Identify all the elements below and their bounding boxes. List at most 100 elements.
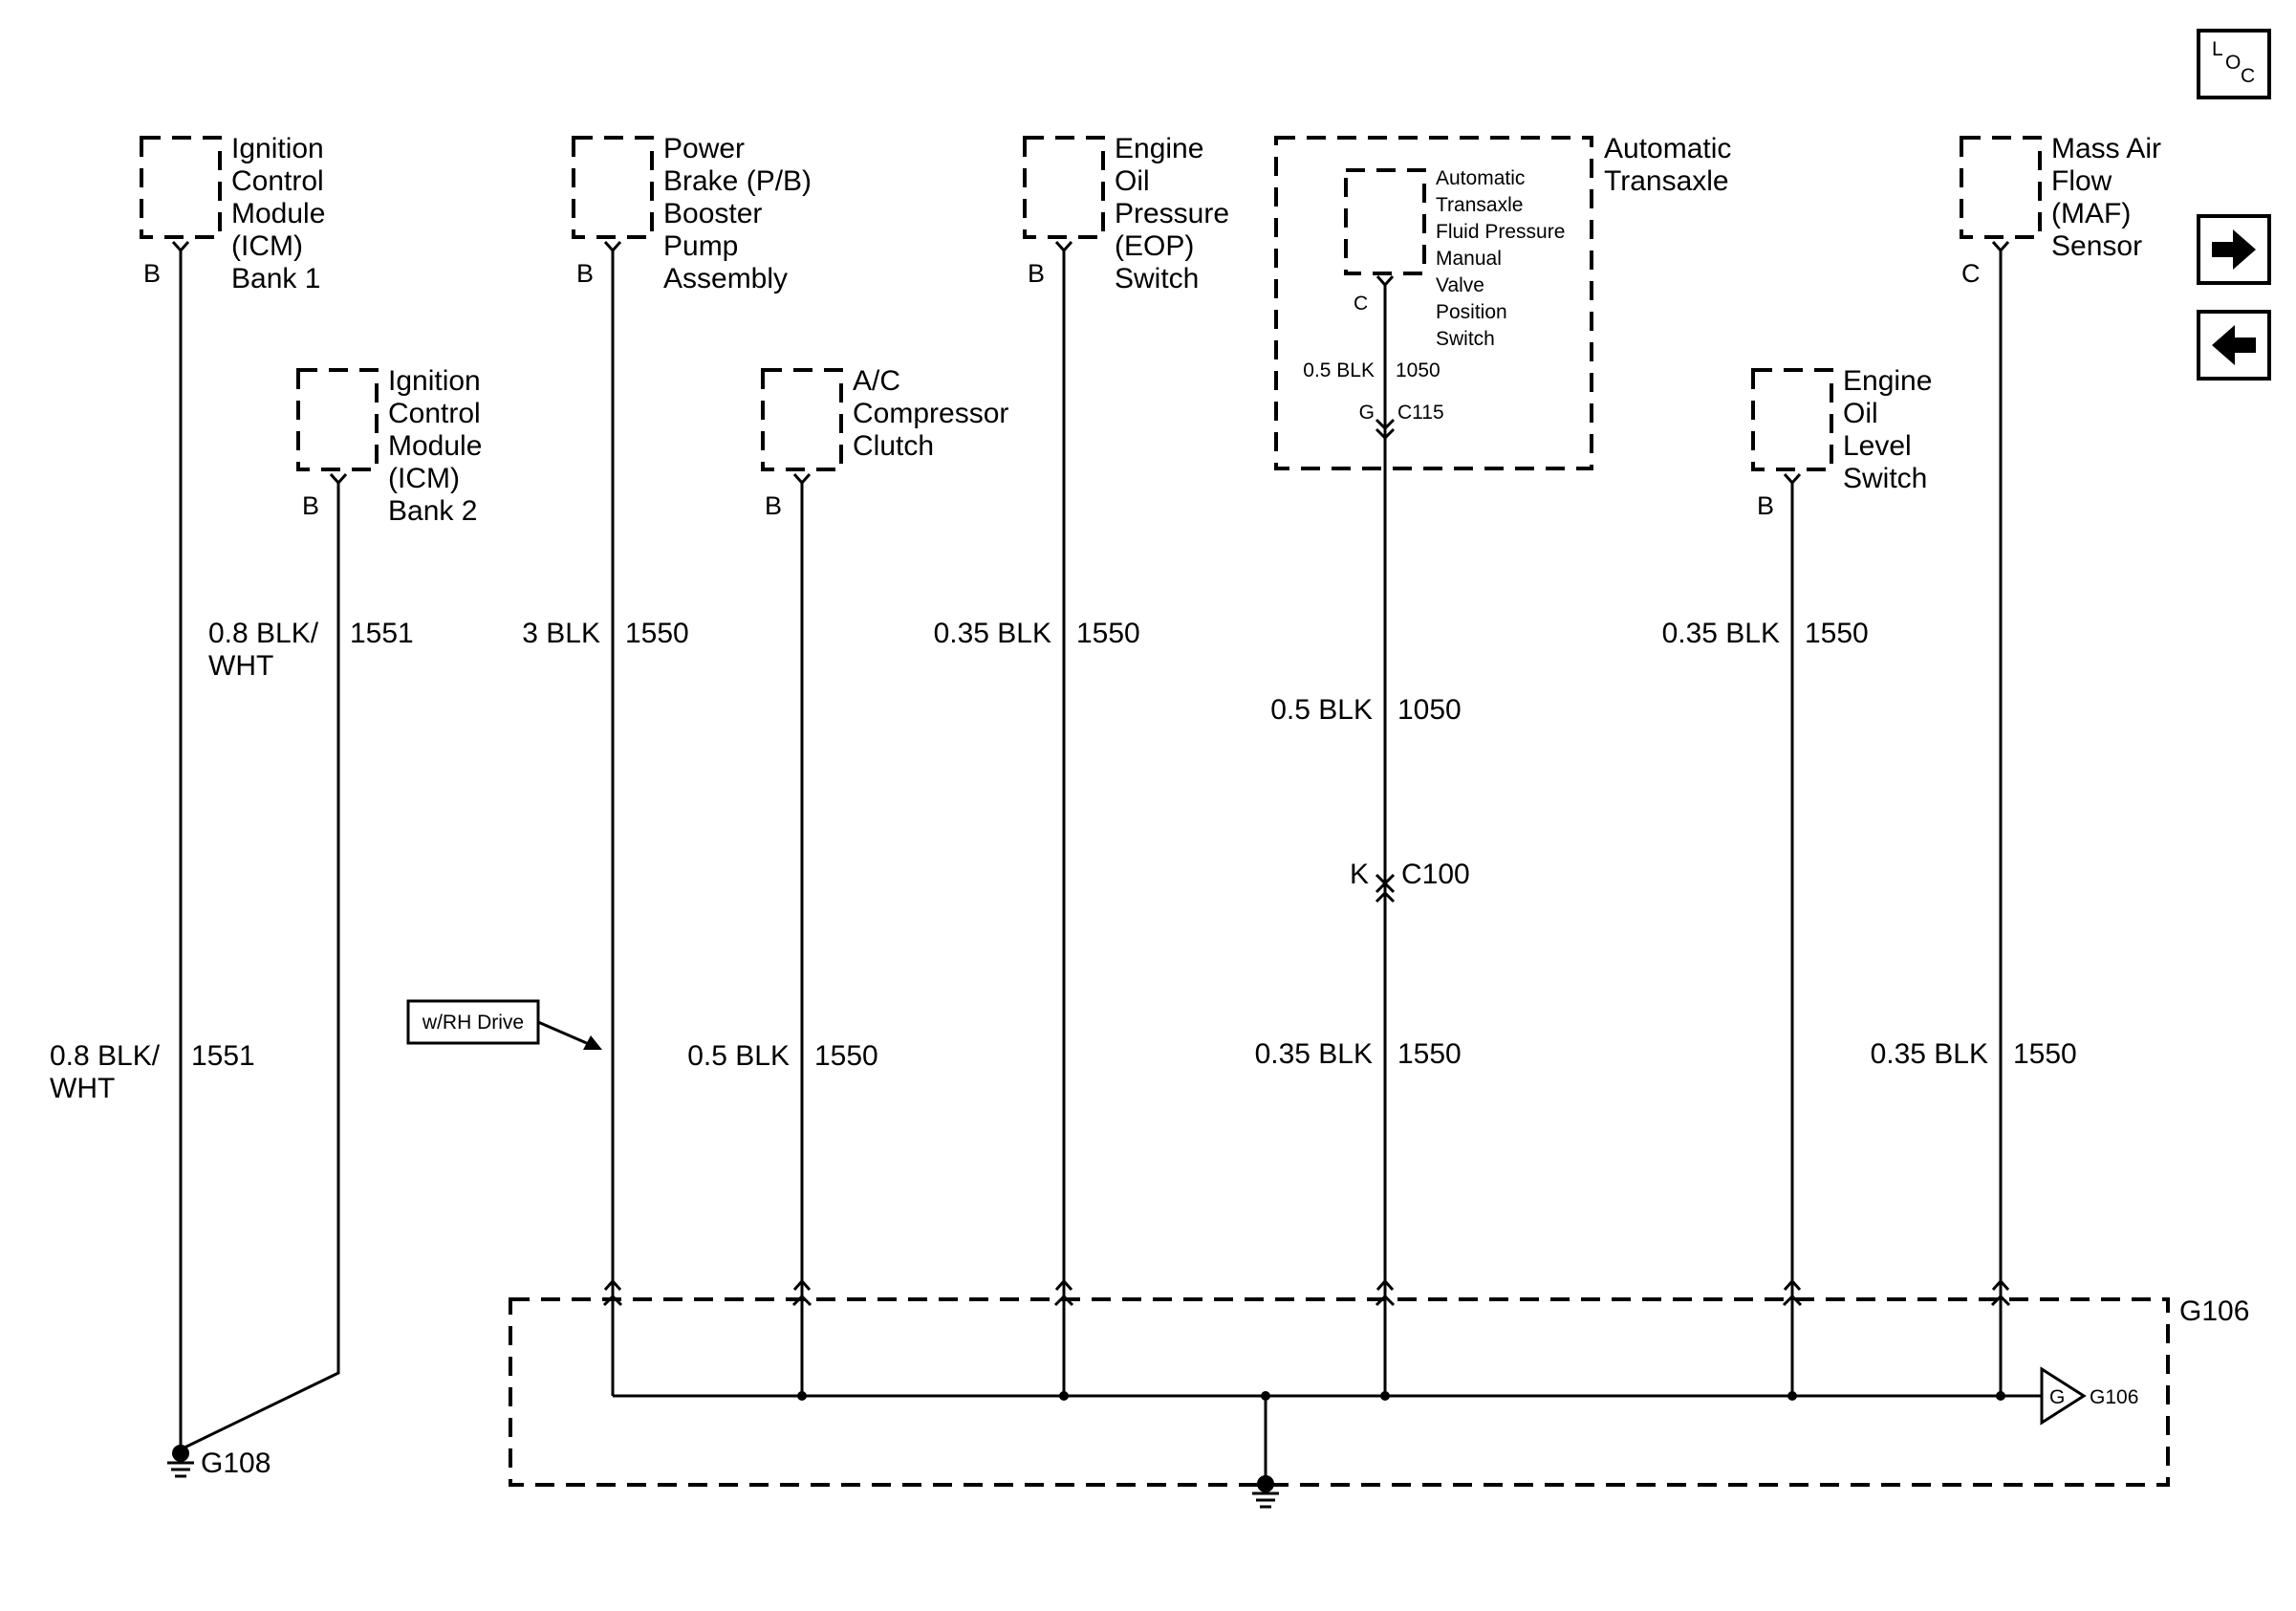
pin-label: C [1354, 293, 1368, 315]
component-maf-sensor: C Mass Air Flow (MAF) Sensor [1960, 133, 2161, 288]
component-label-line: Mass Air [2051, 133, 2161, 164]
previous-page-button[interactable] [2197, 310, 2271, 381]
component-label-line: Pump [663, 230, 738, 262]
connector-pin-label: K [1350, 859, 1369, 890]
component-power-brake-booster: B Power Brake (P/B) Booster Pump Assembl… [572, 133, 812, 294]
g108-ground: G108 [167, 1445, 271, 1479]
component-label-line: Switch [1436, 328, 1495, 350]
wires [179, 250, 2042, 1484]
pin-label: B [576, 259, 594, 288]
component-label-line: Engine [1115, 133, 1203, 164]
wire-size-label: 0.35 BLK [1871, 1038, 1988, 1070]
wire-size-label: 0.8 BLK/ [208, 618, 319, 649]
ground-label: G106 [2090, 1386, 2138, 1408]
ground-label: G106 [2179, 1295, 2249, 1327]
component-label-line: Oil [1843, 398, 1878, 429]
loc-button[interactable]: L O C [2197, 29, 2271, 99]
box-entry-pins [602, 1279, 2011, 1307]
g106-ground-box: G106 G G106 [509, 1279, 2249, 1487]
wire-size-label: WHT [50, 1073, 115, 1104]
wire-circuit-label: 1550 [1076, 618, 1140, 649]
component-engine-oil-level-switch: B Engine Oil Level Switch [1751, 365, 1932, 520]
component-label-line: Power [663, 133, 745, 164]
wire-size-label: 0.5 BLK [687, 1040, 790, 1072]
component-icm-bank1: B Ignition Control Module (ICM) Bank 1 [140, 133, 325, 294]
component-label-line: Pressure [1115, 198, 1229, 229]
pin-label: B [302, 491, 319, 520]
ground-symbol-icon [1252, 1475, 1279, 1509]
component-label-line: Switch [1843, 463, 1927, 494]
wire-size-label: 0.35 BLK [1662, 618, 1780, 649]
wire-circuit-label: 1551 [191, 1040, 255, 1072]
component-label-line: Position [1436, 301, 1507, 323]
pin-label: C [1961, 259, 1981, 288]
wire-size-label: 3 BLK [522, 618, 600, 649]
next-page-button[interactable] [2197, 214, 2271, 285]
wire-size-label: 0.5 BLK [1303, 359, 1375, 381]
component-label-line: Bank 1 [231, 263, 320, 294]
component-label-line: Booster [663, 198, 762, 229]
callout-label: w/RH Drive [422, 1012, 524, 1034]
component-label-line: Level [1843, 430, 1912, 462]
wire-size-label: 0.35 BLK [1255, 1038, 1373, 1070]
connector-c100: K C100 [1350, 859, 1470, 903]
component-label-line: Control [231, 165, 324, 197]
wire-circuit-label: 1551 [350, 618, 414, 649]
component-label-line: Engine [1843, 365, 1932, 397]
component-label-line: A/C [853, 365, 900, 397]
component-label-line: Ignition [231, 133, 324, 164]
component-label-line: Manual [1436, 248, 1502, 270]
pin-label: B [1757, 491, 1774, 520]
component-automatic-transaxle: Automatic Transaxle C Automatic Transaxl… [1274, 133, 1731, 470]
component-label-line: Ignition [388, 365, 481, 397]
component-icm-bank2: B Ignition Control Module (ICM) Bank 2 [296, 365, 482, 527]
component-label-line: Bank 2 [388, 495, 477, 527]
wire-size-label: 0.5 BLK [1270, 694, 1373, 726]
component-label-line: Sensor [2051, 230, 2142, 262]
component-eop-switch: B Engine Oil Pressure (EOP) Switch [1023, 133, 1229, 294]
loc-letter-c: C [2241, 65, 2255, 87]
component-label-line: Clutch [853, 430, 934, 462]
component-label-line: Oil [1115, 165, 1150, 197]
ground-triangle-letter: G [2049, 1386, 2065, 1408]
component-label-line: Flow [2051, 165, 2112, 197]
wire-labels: 0.8 BLK/ WHT 1551 0.8 BLK/ WHT 1551 3 BL… [50, 618, 2077, 1104]
loc-letter-l: L [2212, 38, 2223, 60]
wire-circuit-label: 1050 [1397, 694, 1462, 726]
pin-label: B [143, 259, 161, 288]
connector-label: C100 [1401, 859, 1470, 890]
component-label-line: Automatic [1436, 167, 1525, 189]
splice-dots [797, 1391, 2005, 1401]
wire-size-label: 0.35 BLK [934, 618, 1051, 649]
rh-drive-callout: w/RH Drive [406, 999, 602, 1050]
wire-size-label: WHT [208, 650, 273, 682]
connector-label: C115 [1397, 402, 1444, 424]
component-label-line: (ICM) [388, 463, 460, 494]
wire-circuit-label: 1550 [625, 618, 689, 649]
pin-label: B [1028, 259, 1045, 288]
pin-label: B [765, 491, 782, 520]
wire-size-label: 0.8 BLK/ [50, 1040, 161, 1072]
wire-circuit-label: 1550 [1805, 618, 1869, 649]
component-label-line: Fluid Pressure [1436, 221, 1565, 243]
component-label-line: Module [388, 430, 482, 462]
component-label-line: Transaxle [1436, 194, 1523, 216]
wire-circuit-label: 1550 [2013, 1038, 2077, 1070]
component-label-line: Automatic [1604, 133, 1731, 164]
component-label-line: Control [388, 398, 481, 429]
arrow-left-icon [2212, 325, 2256, 365]
component-label-line: Compressor [853, 398, 1008, 429]
arrow-right-icon [2212, 229, 2256, 270]
component-label-line: Brake (P/B) [663, 165, 812, 197]
component-label-line: Assembly [663, 263, 788, 294]
wire-circuit-label: 1550 [1397, 1038, 1462, 1070]
component-label-line: Transaxle [1604, 165, 1729, 197]
loc-letter-o: O [2225, 52, 2241, 74]
component-label-line: (MAF) [2051, 198, 2131, 229]
component-label-line: (ICM) [231, 230, 303, 262]
component-ac-compressor-clutch: B A/C Compressor Clutch [761, 365, 1008, 520]
component-label-line: Module [231, 198, 325, 229]
wire-circuit-label: 1050 [1396, 359, 1440, 381]
g106-triangle-icon [2040, 1366, 2087, 1426]
